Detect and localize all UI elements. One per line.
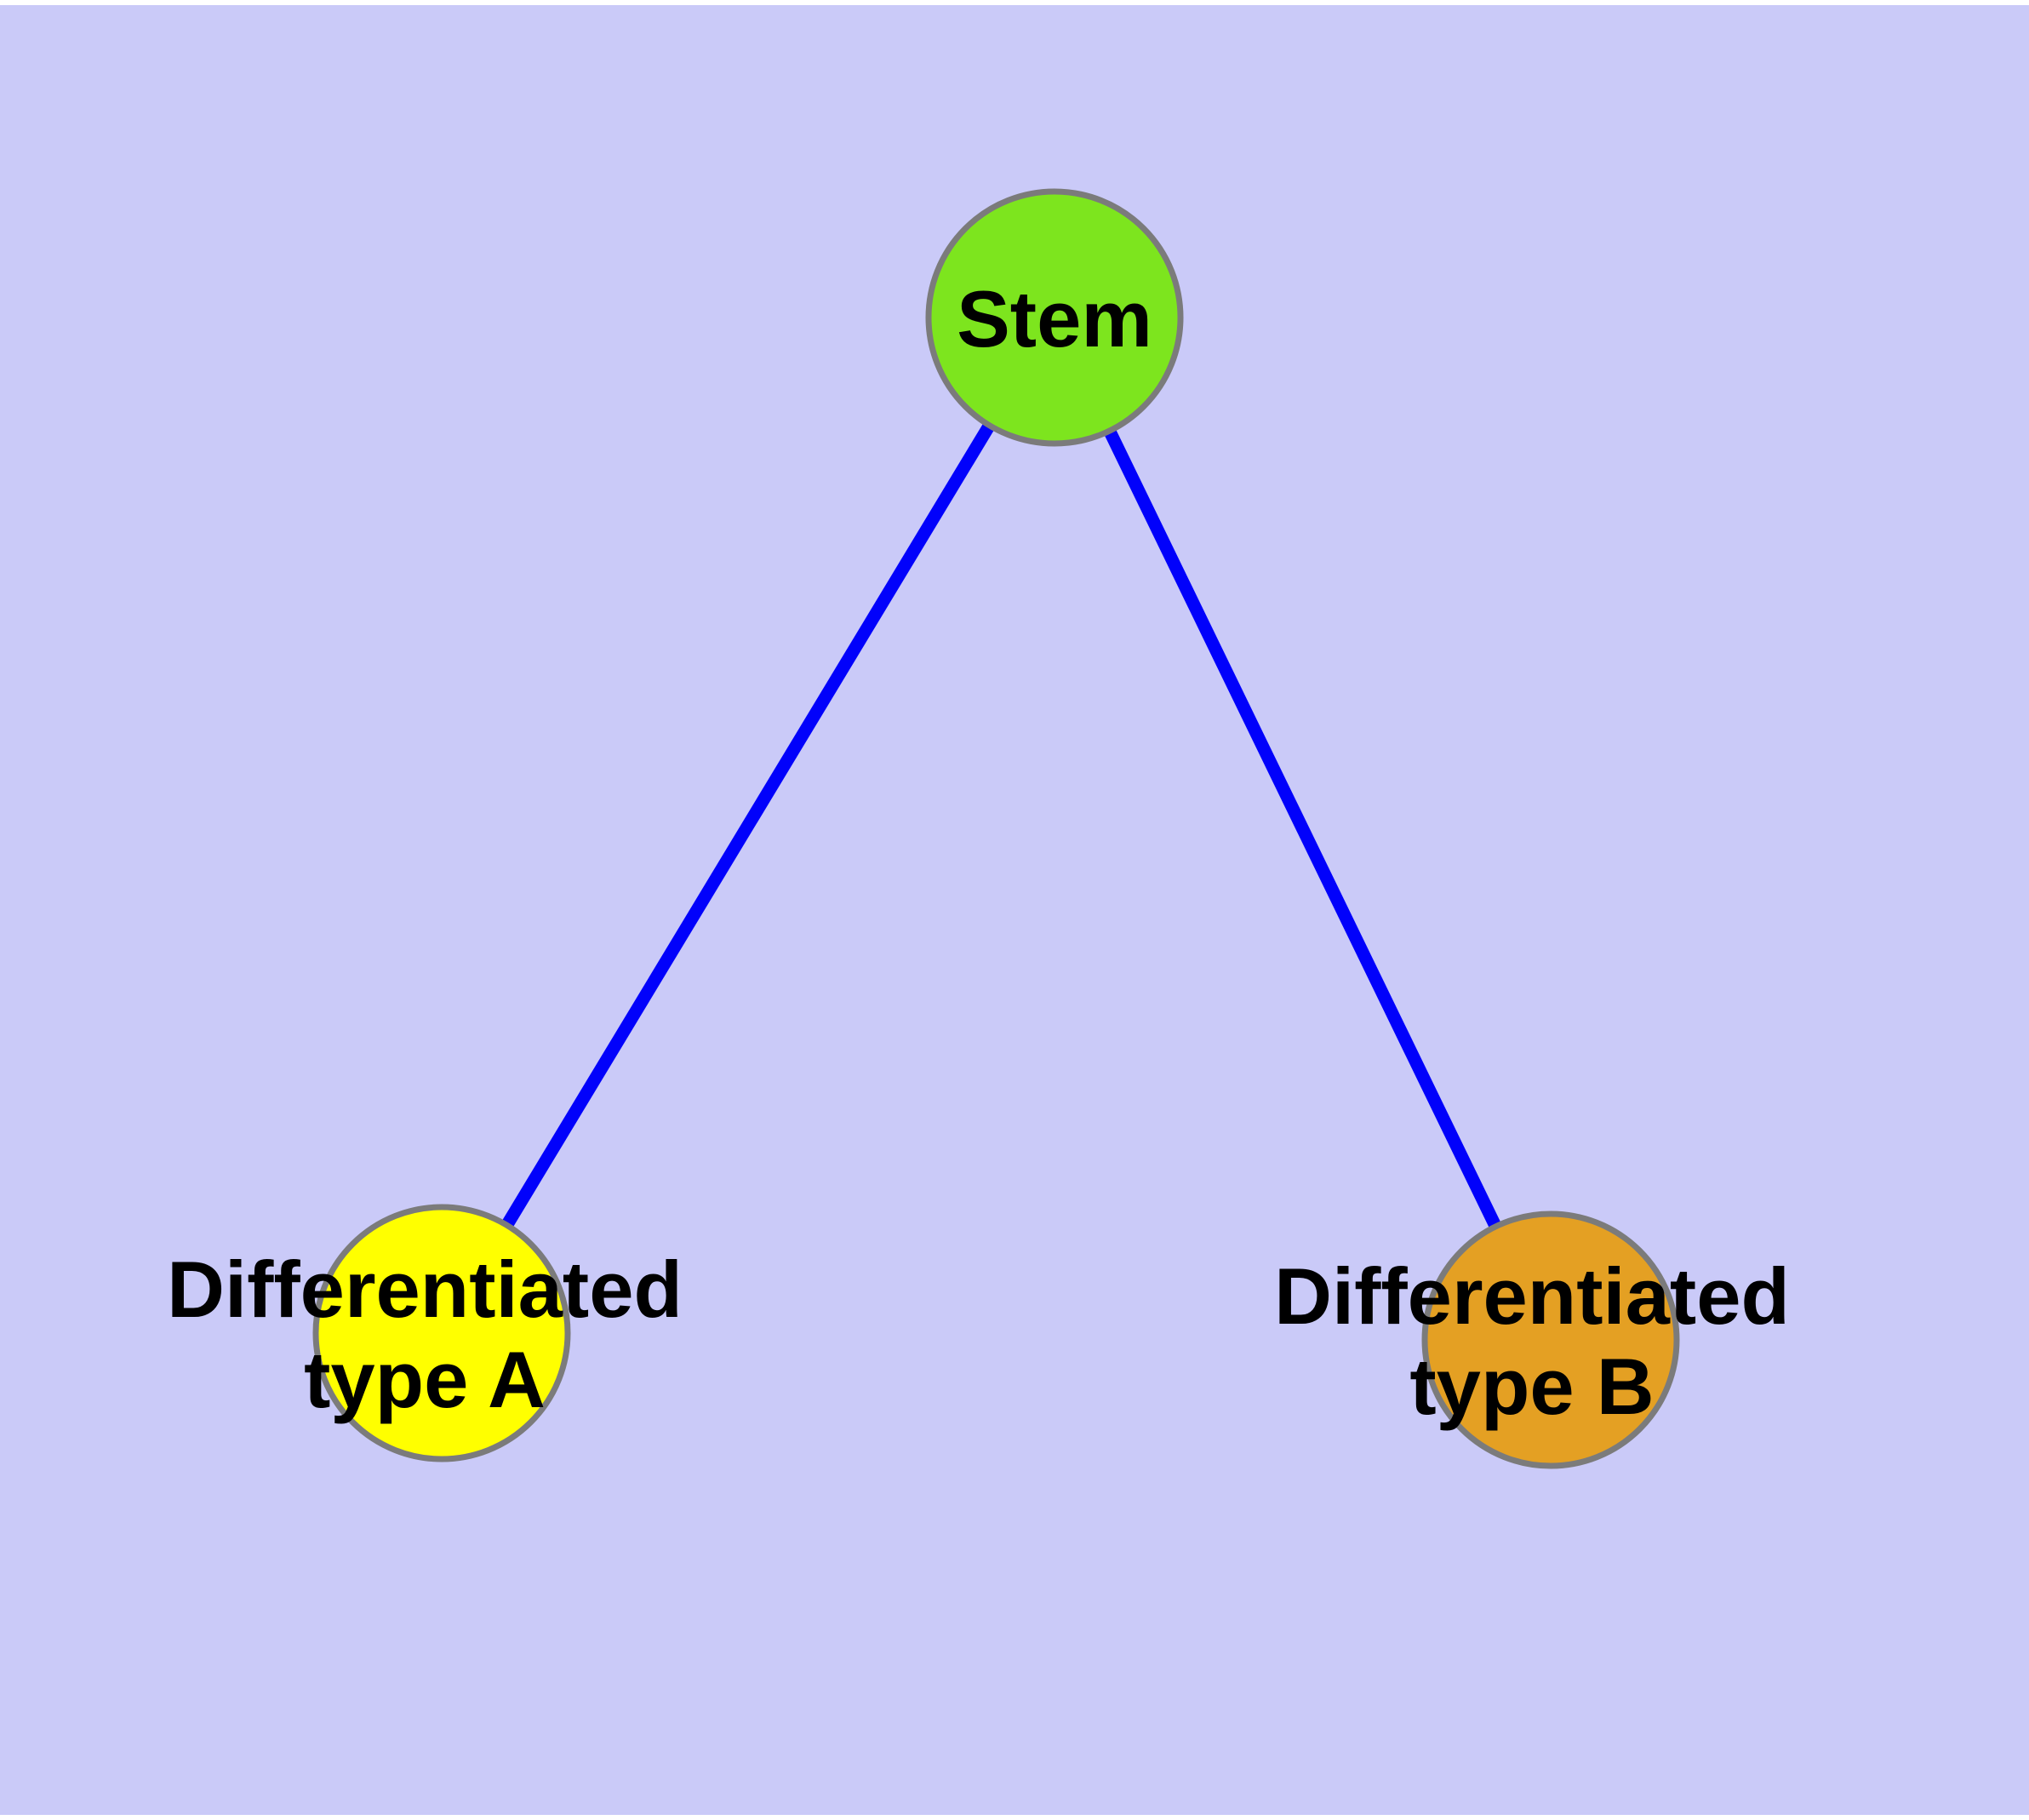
- node-stem-label: Stem: [957, 274, 1152, 363]
- node-type-b-label-line2: type B: [1409, 1342, 1654, 1431]
- node-type-a-label-line1: Differentiated: [167, 1245, 683, 1334]
- edge-stem-to-type-b: [1049, 314, 1557, 1343]
- node-type-a-circle[interactable]: [312, 1204, 571, 1462]
- node-type-b-label-line1: Differentiated: [1274, 1251, 1790, 1341]
- node-stem-circle[interactable]: [925, 188, 1184, 447]
- node-type-a-label-line2: type A: [304, 1335, 546, 1424]
- edge-stem-to-type-a: [436, 314, 1060, 1336]
- node-type-b-circle[interactable]: [1421, 1210, 1680, 1469]
